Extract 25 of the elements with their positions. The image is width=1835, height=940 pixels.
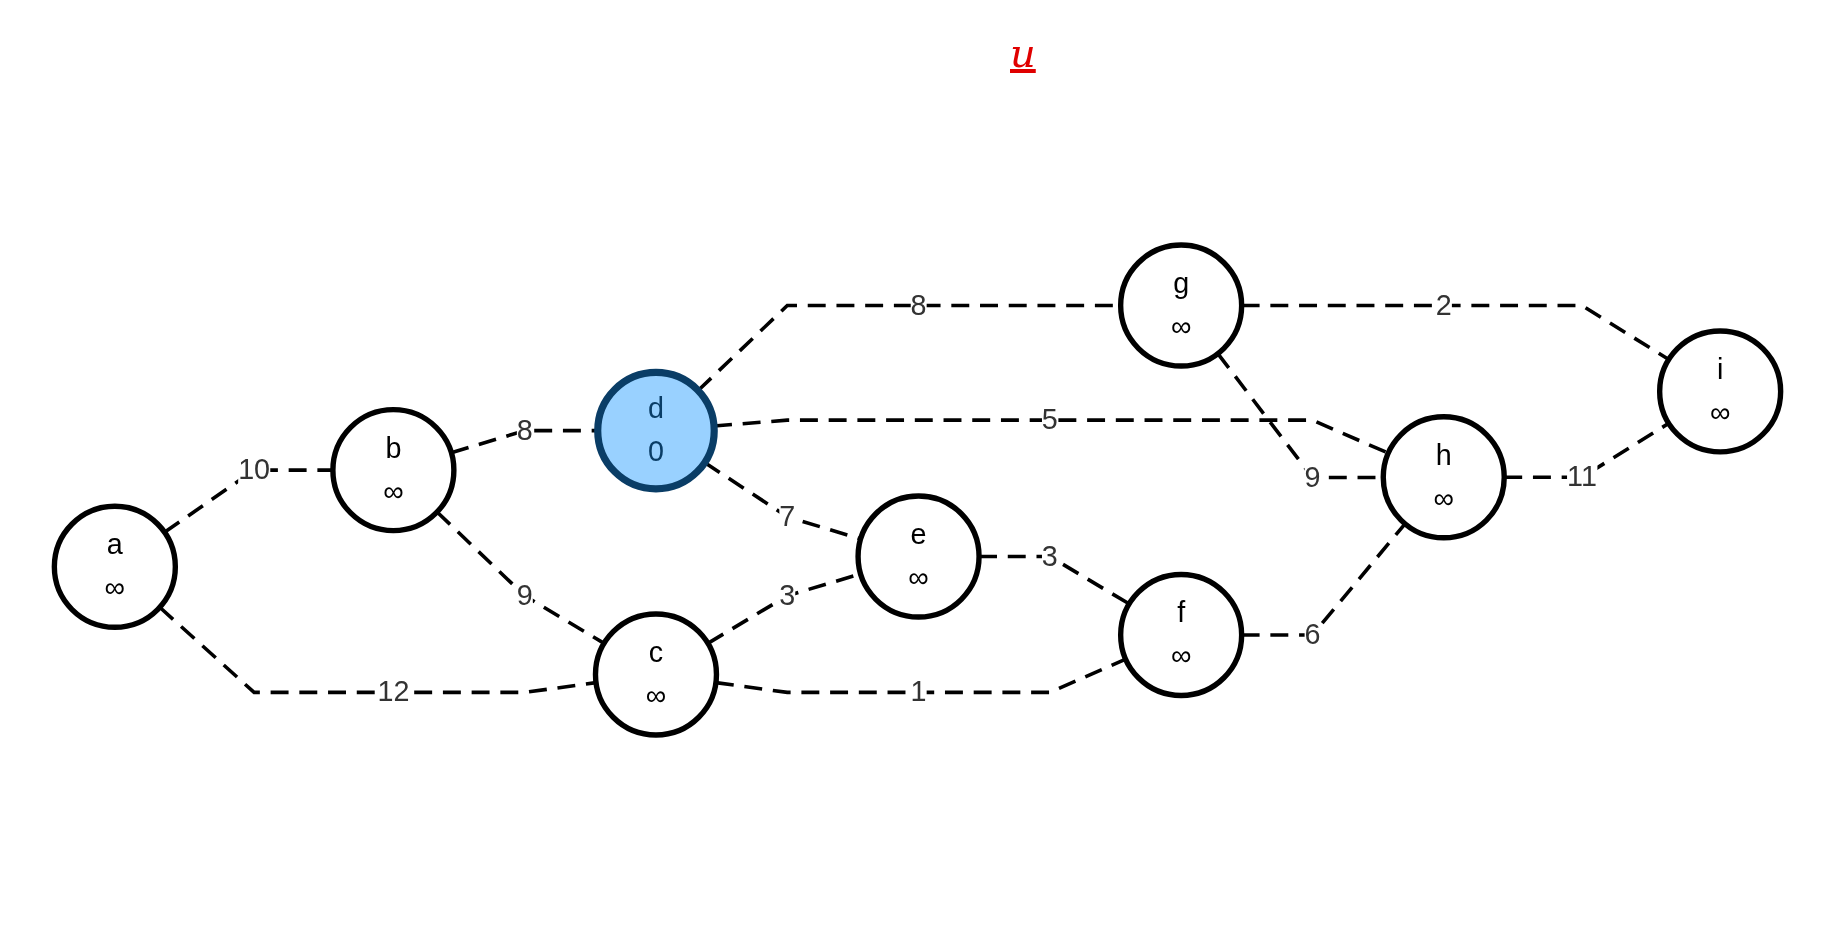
node-circle: c ∞ (592, 611, 720, 738)
edge-label: 3 (1041, 540, 1058, 571)
edge-label: 1 (910, 676, 927, 707)
edge-label: 5 (1041, 403, 1058, 435)
node-circle: a ∞ (51, 503, 178, 630)
node-circle: b ∞ (330, 406, 457, 534)
node-circle: h ∞ (1380, 414, 1507, 541)
edge-label: 9 (1304, 461, 1321, 492)
edge-label: 6 (1304, 618, 1321, 650)
edge-label: 9 (516, 579, 533, 611)
node-circle: e ∞ (855, 493, 982, 620)
edge-label: 10 (238, 453, 271, 485)
node-circle: g ∞ (1118, 242, 1245, 369)
edge-label: 7 (779, 500, 796, 532)
edge-label: 11 (1567, 461, 1597, 492)
edge-label: 2 (1435, 289, 1452, 320)
edge-label: 8 (516, 414, 533, 445)
connector (1504, 421, 1670, 480)
node-circle: d 0 (594, 368, 718, 493)
edge-label: 8 (910, 289, 927, 320)
edge-label: 3 (779, 579, 796, 611)
handwritten-note: u (1010, 30, 1036, 76)
node-circle: i ∞ (1657, 328, 1784, 455)
edge-label: 12 (377, 676, 410, 707)
node-circle: f ∞ (1118, 571, 1245, 699)
